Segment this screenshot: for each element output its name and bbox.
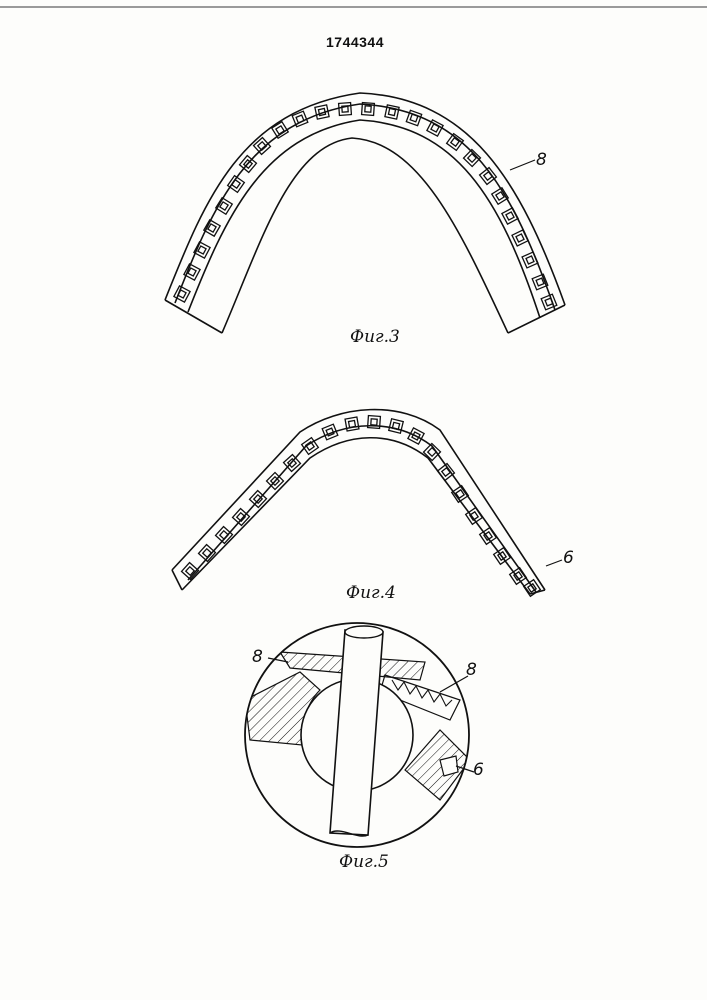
figure-3-ref-8: 8 — [536, 150, 547, 170]
figure-5-ref-6: 6 — [473, 760, 484, 780]
figure-3-caption: Фиг.3 — [350, 327, 400, 347]
figure-5-ref-8-right: 8 — [466, 660, 477, 680]
figure-4-caption: Фиг.4 — [346, 583, 396, 603]
figure-5-caption: Фиг.5 — [339, 852, 389, 872]
figure-5-ref-8-left: 8 — [252, 647, 263, 667]
figure-4-ref-6: 6 — [563, 548, 574, 568]
